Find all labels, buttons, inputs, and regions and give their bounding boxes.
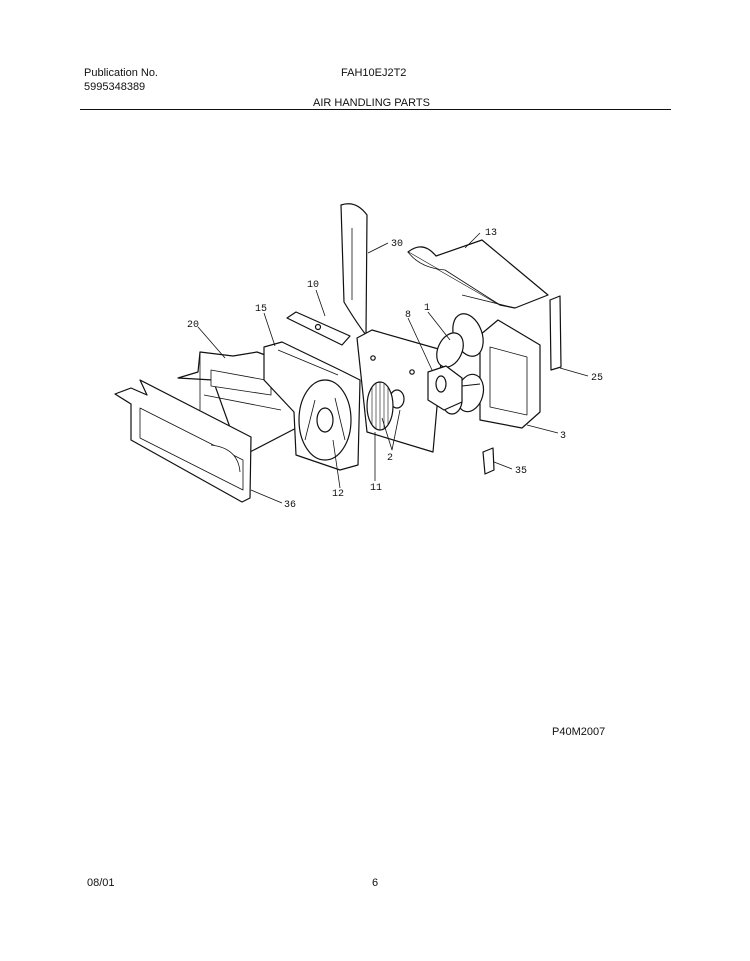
part-1-fan-blades [436, 313, 485, 415]
header-rule [80, 109, 671, 110]
part-8-motor [427, 365, 481, 411]
callout-20: 20 [187, 320, 199, 331]
part-35-clip [482, 447, 495, 475]
drawing-id: P40M2007 [552, 726, 606, 738]
footer-date: 08/01 [87, 877, 115, 889]
callout-13: 13 [485, 228, 497, 239]
part-25-side-panel [549, 295, 562, 371]
part-36-filter [114, 379, 252, 503]
part-30-baffle [340, 203, 368, 336]
page-number: 6 [372, 877, 379, 889]
callout-35: 35 [515, 466, 527, 477]
callout-11: 11 [370, 483, 382, 494]
part-15-scroll [263, 341, 361, 471]
callout-1: 1 [424, 303, 430, 314]
section-title: AIR HANDLING PARTS [313, 97, 430, 109]
part-3-shroud [479, 319, 541, 429]
part-13-top-cover [407, 239, 549, 309]
callout-30: 30 [391, 239, 403, 250]
callout-10: 10 [307, 280, 319, 291]
model-number: FAH10EJ2T2 [341, 67, 407, 79]
callout-25: 25 [591, 373, 603, 384]
callout-8: 8 [405, 310, 411, 321]
callout-3: 3 [560, 431, 566, 442]
publication-number: 5995348389 [84, 81, 146, 93]
part-11-blower-wheel [366, 381, 394, 431]
callout-36: 36 [284, 500, 296, 511]
part-10-gasket [286, 311, 351, 346]
publication-label: Publication No. [84, 67, 158, 79]
callout-15: 15 [255, 304, 267, 315]
callout-12: 12 [332, 489, 344, 500]
callout-2: 2 [387, 453, 393, 464]
